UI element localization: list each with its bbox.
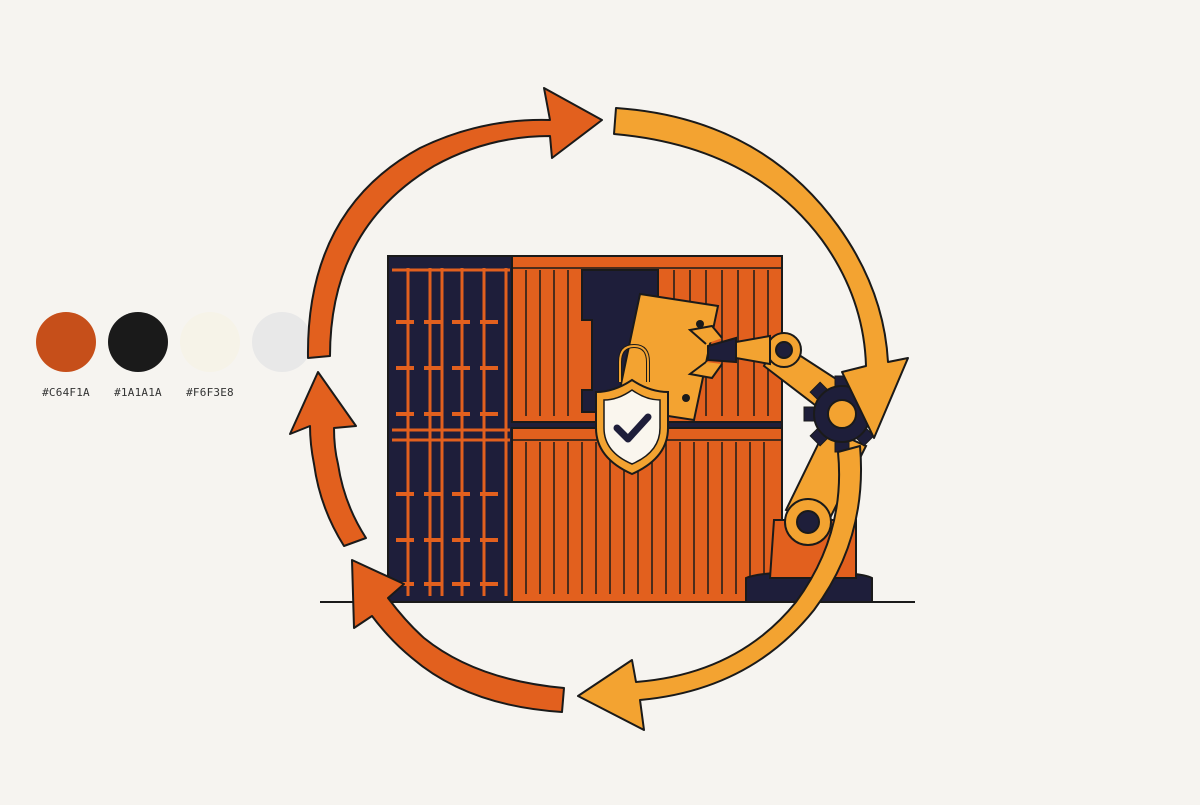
container-dashes bbox=[396, 320, 506, 586]
checkmark-icon bbox=[613, 413, 652, 443]
robot-joint-hub bbox=[796, 510, 820, 534]
door-bolt bbox=[682, 394, 690, 402]
cycle-arrow-lower-left bbox=[351, 559, 565, 713]
swatch-item: #1A1A1A bbox=[108, 312, 168, 399]
padlock-icon bbox=[618, 343, 650, 382]
cycle-arrow-left bbox=[289, 371, 367, 547]
security-shield-icon bbox=[595, 378, 669, 476]
cycle-arrow-bottom bbox=[577, 445, 863, 731]
shipping-container-icon bbox=[387, 255, 783, 603]
swatch-label: #C64F1A bbox=[42, 386, 90, 399]
robot-gripper-claw bbox=[687, 324, 723, 345]
robot-gripper-body bbox=[707, 336, 737, 364]
color-swatch-light-gray bbox=[252, 312, 312, 372]
door-bolt bbox=[696, 320, 704, 328]
cycle-arrows-icon bbox=[289, 87, 909, 731]
color-palette: #C64F1A #1A1A1A #F6F3E8 bbox=[36, 312, 312, 399]
robot-gripper-claw bbox=[687, 361, 723, 380]
robot-forearm bbox=[735, 334, 771, 366]
swatch-item: #F6F3E8 bbox=[180, 312, 240, 399]
cycle-arrow-top bbox=[306, 87, 603, 359]
color-swatch-cream bbox=[180, 312, 240, 372]
swatch-item: #C64F1A bbox=[36, 312, 96, 399]
color-swatch-black bbox=[108, 312, 168, 372]
robot-wrist-hub bbox=[775, 341, 793, 359]
cycle-arrow-right bbox=[613, 107, 909, 439]
swatch-label: #1A1A1A bbox=[114, 386, 162, 399]
swatch-item bbox=[252, 312, 312, 399]
swatch-label: #F6F3E8 bbox=[186, 386, 234, 399]
color-swatch-orange bbox=[36, 312, 96, 372]
